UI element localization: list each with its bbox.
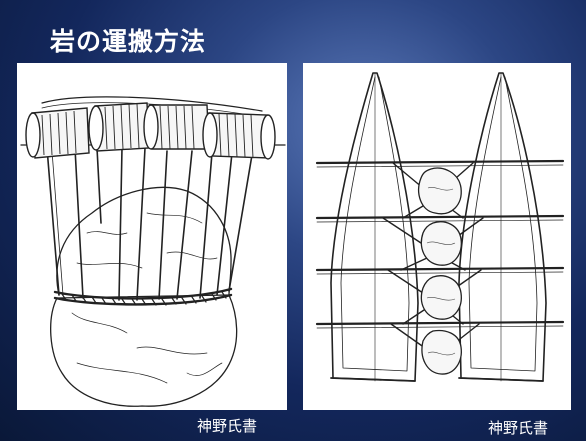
- slide-title: 岩の運搬方法: [50, 27, 207, 56]
- figure-caption-right: 神野氏書: [488, 419, 549, 437]
- figure-caption-left: 神野氏書: [197, 417, 258, 435]
- twin-boat-sketch: [303, 63, 571, 410]
- rock-sling-sketch: [17, 63, 287, 410]
